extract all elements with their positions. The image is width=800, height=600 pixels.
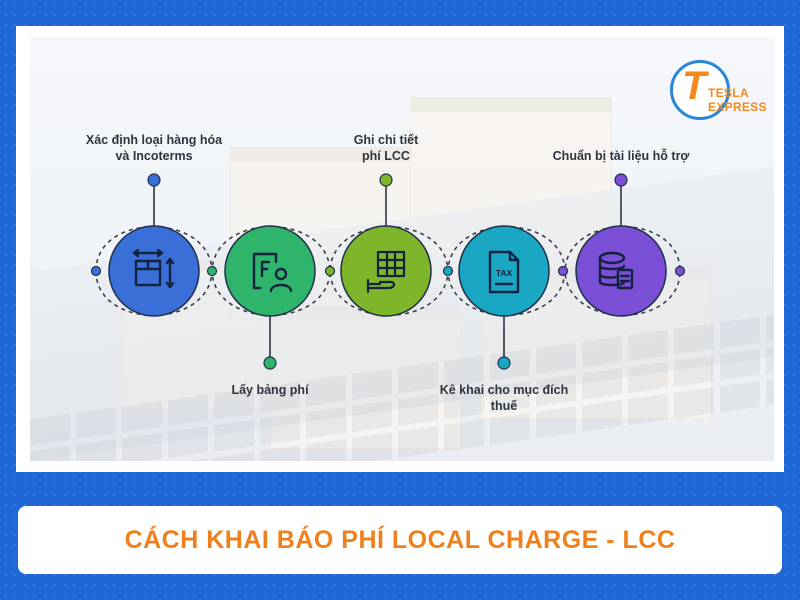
step-2-label-line1: Lấy bảng phí	[231, 383, 309, 397]
connector-dot	[324, 265, 336, 277]
tax-label: TAX	[496, 268, 513, 278]
step-4-label: Kê khai cho mục đích thuế	[419, 382, 589, 414]
step-4-label-line2: thuế	[490, 399, 518, 413]
document-person-icon	[252, 252, 293, 293]
step-5-label: Chuẩn bị tài liệu hỗ trợ	[536, 148, 706, 164]
connector-dot	[557, 265, 569, 277]
dashed-connector	[95, 225, 681, 317]
connector-dot	[90, 265, 102, 277]
page-title: CÁCH KHAI BÁO PHÍ LOCAL CHARGE - LCC	[124, 525, 676, 554]
tax-document-icon	[488, 250, 520, 294]
leader-dot	[497, 356, 511, 370]
hand-spreadsheet-icon	[366, 250, 406, 294]
step-1-label: Xác định loại hàng hóa và Incoterms	[69, 132, 239, 164]
step-1-label-line2: và Incoterms	[115, 149, 193, 163]
step-5-label-line1: Chuẩn bị tài liệu hỗ trợ	[552, 149, 690, 163]
step-1-label-line1: Xác định loại hàng hóa	[85, 133, 223, 147]
leader-dot	[263, 356, 277, 370]
title-banner: CÁCH KHAI BÁO PHÍ LOCAL CHARGE - LCC	[18, 506, 782, 574]
step-4-label-line1: Kê khai cho mục đích	[439, 383, 569, 397]
connector-dot	[442, 265, 454, 277]
logo-line1: TESLA	[708, 86, 749, 100]
database-document-icon	[598, 251, 634, 290]
step-4-node: TAX	[458, 225, 550, 317]
step-3-label-line2: phí LCC	[362, 149, 410, 163]
logo-line2: EXPRESS	[708, 100, 767, 114]
brand-logo: T TESLA EXPRESS	[668, 58, 776, 130]
box-dimensions-icon	[132, 248, 175, 289]
step-1-node	[108, 225, 200, 317]
step-3-label-line1: Ghi chi tiết	[353, 133, 419, 147]
step-2-label: Lấy bảng phí	[185, 382, 355, 398]
step-3-label: Ghi chi tiết phí LCC	[301, 132, 471, 164]
leader-dot	[379, 173, 393, 187]
logo-mark: T	[682, 64, 707, 108]
leader-dot	[147, 173, 161, 187]
logo-text: TESLA EXPRESS	[708, 86, 767, 114]
step-5-node	[575, 225, 667, 317]
step-2-node	[224, 225, 316, 317]
logo-ring	[670, 60, 730, 120]
connector-dot	[674, 265, 686, 277]
leader-dot	[614, 173, 628, 187]
dashed-connector	[95, 225, 681, 317]
connector-dot	[206, 265, 218, 277]
step-3-node	[340, 225, 432, 317]
